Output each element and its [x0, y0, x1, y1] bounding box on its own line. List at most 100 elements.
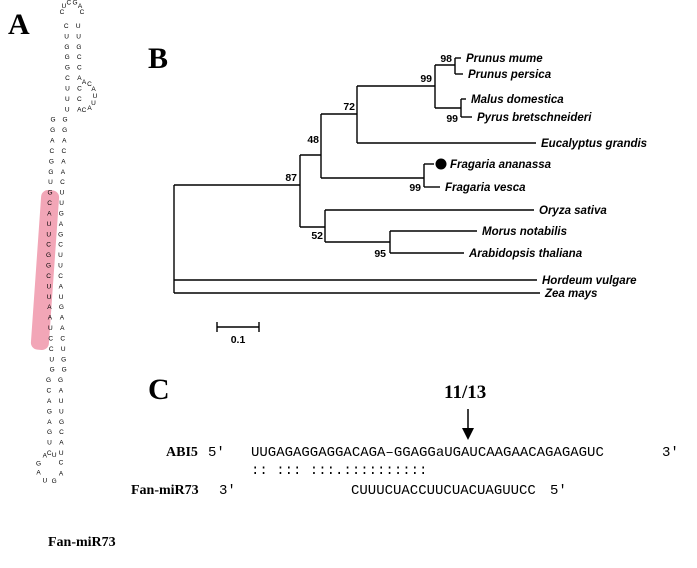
- nucleotide: G: [59, 210, 64, 217]
- nucleotide: A: [77, 75, 82, 82]
- nucleotide: U: [46, 231, 51, 238]
- nucleotide: U: [60, 190, 65, 197]
- bootstrap-label: 99: [446, 113, 458, 125]
- nucleotide: U: [59, 294, 64, 301]
- nucleotide: G: [59, 304, 64, 311]
- nucleotide: C: [77, 85, 82, 92]
- nucleotide: C: [46, 242, 51, 249]
- nucleotide: U: [59, 450, 64, 457]
- nucleotide: A: [47, 210, 52, 217]
- nucleotide: A: [50, 138, 55, 145]
- nucleotide: G: [50, 117, 55, 124]
- nucleotide: U: [52, 452, 57, 459]
- nucleotide: U: [65, 106, 70, 113]
- scale-bar-label: 0.1: [231, 334, 246, 346]
- nucleotide: U: [65, 85, 70, 92]
- nucleotide: U: [48, 325, 53, 332]
- nucleotide: U: [65, 96, 70, 103]
- target-gene-name: ABI5: [166, 445, 198, 460]
- mature-mirna-highlight: [30, 190, 60, 350]
- nucleotide: U: [64, 33, 69, 40]
- nucleotide: U: [61, 346, 66, 353]
- nucleotide: A: [78, 3, 83, 10]
- target-sequence: UUGAGAGGAGGACAGA–GGAGGaUGAUCAAGAACAGAGAG…: [251, 445, 604, 461]
- nucleotide: U: [91, 100, 96, 107]
- taxon-label: Oryza sativa: [539, 205, 607, 217]
- taxon-label: Morus notabilis: [482, 226, 567, 238]
- nucleotide: C: [82, 107, 87, 114]
- nucleotide: C: [67, 0, 72, 6]
- nucleotide: C: [59, 459, 64, 466]
- nucleotide: A: [87, 105, 92, 112]
- mirna-sequence: CUUUCUACCUUCUACUAGUUCC: [351, 483, 536, 499]
- nucleotide: G: [50, 367, 55, 374]
- nucleotide: G: [48, 190, 53, 197]
- taxon-label: Malus domestica: [471, 94, 564, 106]
- target-three-prime: 3': [662, 445, 679, 461]
- nucleotide: G: [46, 263, 51, 270]
- nucleotide: G: [58, 377, 63, 384]
- nucleotide: C: [60, 9, 65, 16]
- nucleotide: A: [36, 469, 41, 476]
- nucleotide: G: [62, 127, 67, 134]
- taxon-label: Eucalyptus grandis: [541, 138, 647, 150]
- nucleotide: G: [48, 169, 53, 176]
- mirna-name: Fan-miR73: [131, 483, 199, 498]
- nucleotide: A: [60, 315, 65, 322]
- nucleotide: G: [50, 127, 55, 134]
- taxon-label: Prunus mume: [466, 53, 543, 65]
- nucleotide: A: [43, 452, 48, 459]
- panel-letter-a: A: [8, 8, 30, 41]
- nucleotide: G: [65, 54, 70, 61]
- nucleotide: A: [59, 440, 64, 447]
- nucleotide: C: [47, 200, 52, 207]
- nucleotide: A: [47, 304, 52, 311]
- tree-branches: [173, 57, 540, 332]
- nucleotide: C: [77, 54, 82, 61]
- nucleotide: A: [59, 388, 64, 395]
- bootstrap-label: 48: [307, 134, 319, 146]
- nucleotide: G: [52, 478, 57, 485]
- nucleotide: C: [65, 75, 70, 82]
- taxon-label: Pyrus bretschneideri: [477, 112, 592, 124]
- bootstrap-label: 87: [285, 172, 297, 184]
- nucleotide: A: [77, 106, 82, 113]
- nucleotide: U: [76, 33, 81, 40]
- nucleotide: A: [62, 138, 67, 145]
- nucleotide: A: [60, 325, 65, 332]
- nucleotide: C: [60, 335, 65, 342]
- nucleotide: U: [49, 356, 54, 363]
- nucleotide: C: [60, 179, 65, 186]
- fragaria-ananassa-marker: [435, 158, 447, 170]
- bootstrap-label: 99: [420, 73, 432, 85]
- bootstrap-label: 72: [343, 101, 355, 113]
- panel-letter-b: B: [148, 42, 169, 75]
- nucleotide: U: [47, 221, 52, 228]
- nucleotide: C: [59, 429, 64, 436]
- bootstrap-label: 99: [409, 182, 421, 194]
- nucleotide: G: [58, 231, 63, 238]
- nucleotide: A: [61, 169, 66, 176]
- cleavage-site-label: 11/13: [444, 382, 487, 403]
- bootstrap-label: 52: [311, 230, 323, 242]
- taxon-label: Fragaria vesca: [445, 182, 526, 194]
- nucleotide: A: [59, 283, 64, 290]
- nucleotide: G: [47, 429, 52, 436]
- nucleotide: A: [61, 158, 66, 165]
- nucleotide: C: [47, 450, 52, 457]
- nucleotide: G: [73, 0, 78, 6]
- taxon-label: Fragaria ananassa: [450, 159, 552, 171]
- nucleotide: G: [64, 44, 69, 51]
- nucleotide: U: [47, 440, 52, 447]
- nucleotide: A: [82, 79, 87, 86]
- nucleotide: C: [46, 273, 51, 280]
- taxon-label: Zea mays: [544, 288, 597, 300]
- nucleotide: A: [48, 315, 53, 322]
- nucleotide: A: [47, 419, 52, 426]
- nucleotide: G: [76, 44, 81, 51]
- nucleotide: U: [46, 283, 51, 290]
- nucleotide: C: [58, 242, 63, 249]
